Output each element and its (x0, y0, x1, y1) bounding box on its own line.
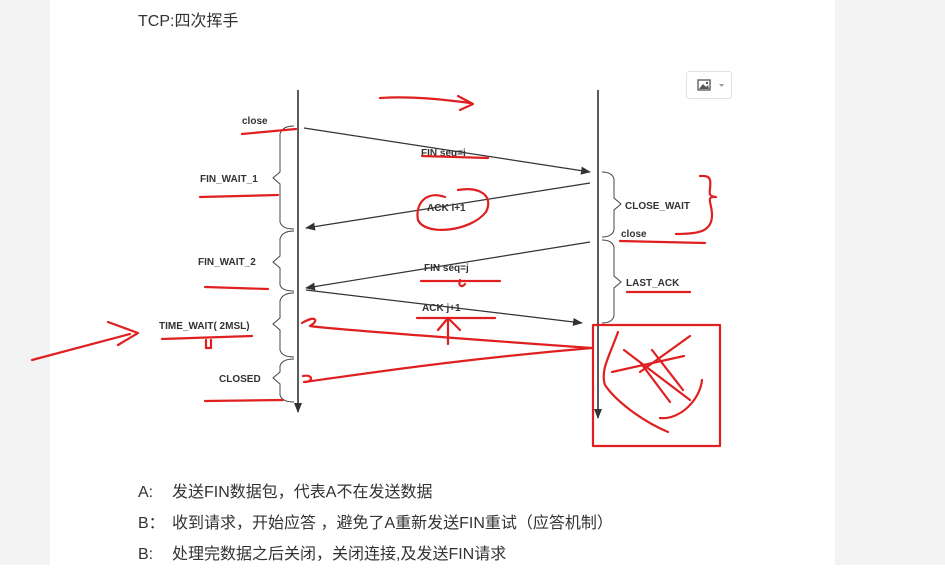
red-box (591, 323, 722, 448)
red-brace-close-wait (674, 174, 718, 236)
red-underline-closed (203, 398, 285, 403)
fin-seq-j-label: FIN seq=j (424, 263, 469, 274)
note-key: B： (138, 515, 165, 532)
note-item: A: 发送FIN数据包，代表A不在发送数据 (138, 482, 613, 513)
red-underline-time-wait (160, 334, 254, 341)
brace-closed (272, 358, 295, 403)
fin-i-arrow (303, 127, 591, 175)
red-annotations (30, 94, 722, 448)
fin-wait-1-label: FIN_WAIT_1 (200, 174, 258, 185)
note-text: 处理完数据之后关闭，关闭连接,及发送FIN请求 (172, 546, 507, 563)
red-line-time-wait (300, 317, 594, 350)
red-underline-fin-i (420, 154, 490, 160)
image-icon (697, 79, 724, 91)
left-close-label: close (242, 116, 268, 127)
note-key: A: (138, 484, 154, 501)
brace-fin-wait-1 (272, 125, 295, 230)
last-ack-label: LAST_ACK (626, 278, 680, 289)
red-underline-fin-wait-2 (203, 285, 270, 291)
right-gutter (835, 0, 945, 565)
note-item: B: 处理完数据之后关闭，关闭连接,及发送FIN请求 (138, 544, 613, 575)
red-mark-time-wait (204, 338, 213, 350)
red-scribble-2 (610, 334, 692, 404)
red-left-arrow (30, 320, 140, 362)
red-underline-close (240, 127, 298, 136)
notes-list: A: 发送FIN数据包，代表A不在发送数据 B： 收到请求，开始应答 ，避免了A重新… (138, 482, 613, 575)
ack-j-arrow (305, 289, 583, 326)
note-text: 收到请求，开始应答 ，避免了A重新发送FIN重试（应答机制） (172, 515, 613, 532)
right-close-label: close (621, 229, 647, 240)
ack-i-label: ACK i+1 (427, 203, 466, 214)
chevron-down-icon (719, 84, 724, 87)
close-wait-label: CLOSE_WAIT (625, 201, 690, 212)
closed-label: CLOSED (219, 374, 261, 385)
left-gutter (0, 0, 50, 565)
red-underline-fin-wait-1 (198, 193, 280, 199)
brace-last-ack (601, 239, 622, 324)
brace-close-wait (601, 171, 622, 238)
image-menu-button[interactable] (686, 71, 732, 99)
ack-i-arrow (305, 182, 591, 231)
red-scribble-1 (602, 330, 670, 434)
red-direction-arrow (378, 94, 475, 112)
red-scribble-3 (658, 378, 704, 420)
time-wait-label: TIME_WAIT( 2MSL) (159, 321, 250, 332)
red-mark-fin-j (458, 278, 467, 288)
red-up-arrow (436, 316, 462, 346)
red-underline-close-right (618, 239, 707, 245)
note-key: B: (138, 546, 154, 563)
note-item: B： 收到请求，开始应答 ，避免了A重新发送FIN重试（应答机制） (138, 513, 613, 544)
fin-wait-2-label: FIN_WAIT_2 (198, 257, 256, 268)
note-text: 发送FIN数据包，代表A不在发送数据 (172, 484, 433, 501)
brace-fin-wait-2 (272, 230, 295, 292)
ack-j-label: ACK j+1 (422, 303, 461, 314)
red-line-closed (301, 346, 594, 384)
fin-seq-i-label: FIN seq=i (421, 148, 466, 159)
fin-j-arrow (305, 241, 591, 291)
red-circle-ack-i (416, 188, 490, 231)
page-title: TCP:四次挥手 (138, 13, 239, 30)
brace-time-wait (272, 292, 295, 358)
